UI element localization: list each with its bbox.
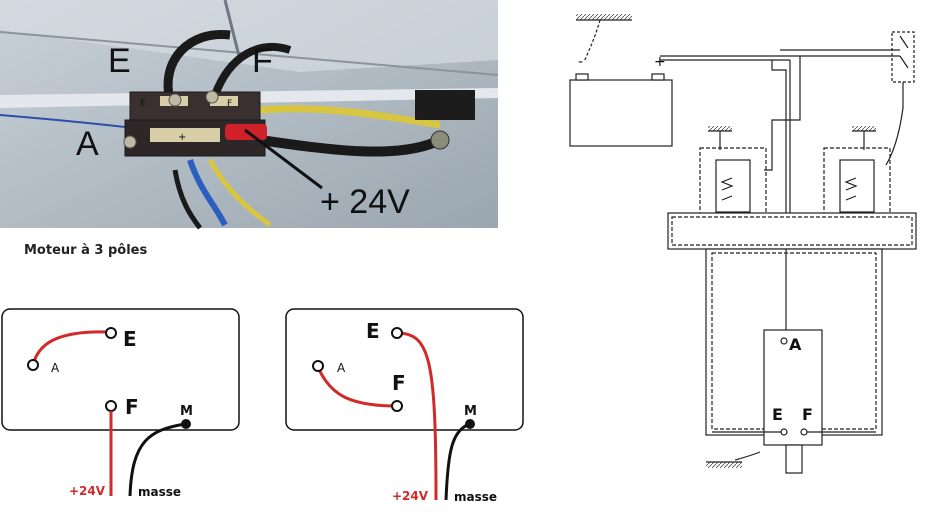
schematic-terminal-block <box>763 329 823 446</box>
photo-wire-black-top <box>163 29 231 102</box>
schematic-label-e: E <box>772 405 783 424</box>
photo-nut-f <box>205 90 219 104</box>
schematic-terminal-f <box>800 428 808 436</box>
diagram-middle-wire-ground <box>444 422 470 501</box>
schematic-switch-contact-2 <box>899 55 909 69</box>
diagram-middle-supply-label: +24V <box>392 489 429 503</box>
photo-wire-black-top2 <box>211 43 292 97</box>
schematic-battery-post-neg <box>575 73 589 81</box>
photo-terminal-e-mark: E <box>140 99 146 109</box>
schematic-battery <box>569 79 673 147</box>
schematic-upper-housing <box>667 212 917 250</box>
diagram-middle-label-e: E <box>366 319 380 343</box>
photo-wire-black-main <box>259 135 443 157</box>
diagram-left-label-e: E <box>123 327 137 351</box>
diagram-left-terminal-e <box>105 327 117 339</box>
schematic-spring-right <box>844 177 858 201</box>
schematic-battery-minus: - <box>578 54 583 70</box>
diagram-middle-label-a: A <box>337 361 346 375</box>
schematic-ground-lead <box>583 19 601 63</box>
schematic-spring-left <box>720 177 734 201</box>
schematic-upper-housing-inner <box>671 216 913 246</box>
diagram-left-label-m: M <box>180 404 193 419</box>
schematic-switch-contact <box>899 35 909 49</box>
diagram-middle-label-m: M <box>464 404 477 419</box>
diagram-middle-terminal-m <box>465 419 475 429</box>
diagram-left-supply-label: +24V <box>69 484 106 498</box>
diagram-left-terminal-f <box>105 400 117 412</box>
motor-photo: E F + E F A + 24V <box>0 0 499 230</box>
photo-wire-black-low <box>172 169 202 230</box>
diagram-middle-ground-label: masse <box>454 490 497 504</box>
schematic-main-feed <box>771 60 787 213</box>
diagram-left-box <box>1 308 240 431</box>
diagram-middle-wire-supply <box>396 331 438 501</box>
photo-terminal-plate-f <box>210 96 238 106</box>
diagram-middle-terminal-e <box>391 327 403 339</box>
diagram-left-wire-ground <box>128 422 186 497</box>
diagram-middle-wire-a-f <box>316 366 398 408</box>
schematic-battery-plus: + <box>654 54 666 70</box>
schematic-switch-lead-left <box>764 56 801 171</box>
photo-label-e: E <box>108 42 131 80</box>
schematic-terminal-e <box>780 428 788 436</box>
photo-terminal-upper <box>129 91 261 123</box>
diagram-middle-terminal-f <box>391 400 403 412</box>
photo-nut-a <box>123 135 137 149</box>
schematic-ground-hatch-bottom <box>706 462 742 468</box>
photo-label-voltage: + 24V <box>320 183 410 221</box>
photo-wire-yellow <box>259 105 441 129</box>
schematic-shaft <box>785 444 803 474</box>
schematic-hatch-right <box>852 126 876 131</box>
diagram-middle-box <box>285 308 524 431</box>
photo-label-a: A <box>76 125 99 163</box>
photo-corner <box>223 0 242 61</box>
photo-wire-blue <box>187 159 228 227</box>
photo-terminal-plus-mark: + <box>178 132 186 143</box>
diagram-left-ground-label: masse <box>138 485 181 499</box>
diagram-middle-label-f: F <box>392 371 406 395</box>
schematic-ground-lead-bottom <box>734 451 761 461</box>
photo-terminal-plate-plus <box>150 128 220 142</box>
photo-label-f: F <box>252 42 273 80</box>
schematic-ground-hatch-top <box>576 14 632 20</box>
schematic-label-f: F <box>802 405 813 424</box>
diagram-left-terminal-a <box>27 359 39 371</box>
schematic-battery-post-pos <box>651 73 665 81</box>
schematic-switch-lead-right <box>885 82 904 166</box>
motor-caption: Moteur à 3 pôles <box>24 243 147 258</box>
wiring-diagram-left: A E F M +24V masse <box>1 308 240 499</box>
photo-connector-black <box>415 90 475 120</box>
photo-ceiling <box>0 0 498 72</box>
photo-pointer-line <box>244 128 323 190</box>
schematic-hatch-left <box>708 126 732 131</box>
photo-wire-yellow-low <box>207 158 272 227</box>
diagram-left-label-f: F <box>125 395 139 419</box>
diagram-left-label-a: A <box>51 361 60 375</box>
photo-nut-e <box>168 93 182 107</box>
wiring-diagram-middle: A E F M +24V masse <box>285 308 524 504</box>
schematic-label-a: A <box>789 335 802 354</box>
photo-bolt <box>430 130 450 150</box>
diagram-left-wire-a-e <box>31 330 111 366</box>
photo-terminal-f-mark: F <box>227 99 232 109</box>
diagram-middle-terminal-a <box>312 360 324 372</box>
diagram-left-terminal-m <box>181 419 191 429</box>
starter-schematic: - + <box>569 14 917 474</box>
schematic-terminal-a <box>780 337 788 345</box>
